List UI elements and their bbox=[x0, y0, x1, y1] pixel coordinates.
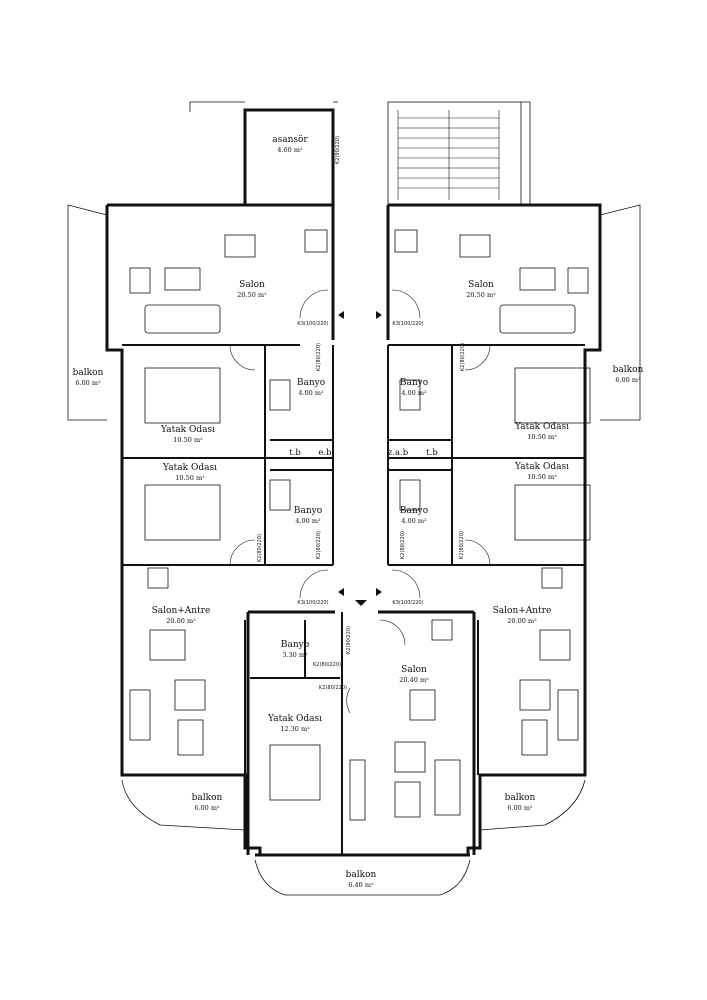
room-label-eb: e.b bbox=[318, 448, 332, 458]
room-label-banyo-right-1: Banyo 4.00 m² bbox=[400, 378, 428, 398]
door-tag: K2(80/220) bbox=[459, 531, 465, 559]
room-label-asansor: asansör 4.60 m² bbox=[272, 135, 308, 155]
room-label-banyo-right-2: Banyo 4.00 m² bbox=[400, 506, 428, 526]
room-area: 4.00 m² bbox=[295, 517, 321, 525]
room-name: asansör bbox=[272, 135, 308, 145]
room-label-salon-antre-right: Salon+Antre 20.00 m² bbox=[493, 606, 552, 626]
room-label-yatak-right-2: Yatak Odası 10.50 m² bbox=[515, 462, 569, 482]
room-name: Banyo bbox=[399, 506, 429, 516]
interior-walls bbox=[122, 344, 585, 855]
door-tag: K2(80/220) bbox=[316, 343, 322, 371]
room-name: Salon bbox=[401, 665, 427, 675]
door-tag: K2(90/220) bbox=[335, 136, 341, 164]
door-tag: K2(80/220) bbox=[319, 685, 347, 691]
room-label-balkon-left: balkon 6.00 m² bbox=[73, 368, 104, 388]
room-name: Yatak Odası bbox=[515, 462, 569, 472]
door-tag: K2(90/220) bbox=[346, 626, 352, 654]
room-label-yatak-right-1: Yatak Odası 10.50 m² bbox=[515, 422, 569, 442]
room-name: Yatak Odası bbox=[515, 422, 569, 432]
staircase bbox=[397, 110, 500, 200]
room-area: 20.50 m² bbox=[466, 291, 496, 299]
room-area: 3.30 m² bbox=[282, 651, 308, 659]
entry-arrows bbox=[338, 311, 382, 606]
room-label-balkon-right: balkon 6.00 m² bbox=[613, 365, 644, 385]
room-name: balkon bbox=[345, 870, 377, 880]
room-area: 4.00 m² bbox=[401, 517, 427, 525]
room-area: 20.00 m² bbox=[166, 617, 196, 625]
room-name: Yatak Odası bbox=[161, 425, 215, 435]
room-area: 4.00 m² bbox=[401, 389, 427, 397]
door-swings bbox=[229, 289, 491, 714]
door-tag: K3(100/220) bbox=[392, 600, 424, 606]
door-tag: K2(80/220) bbox=[460, 343, 466, 371]
room-area: 20.40 m² bbox=[399, 676, 429, 684]
room-name: Banyo bbox=[280, 640, 310, 650]
room-name: Banyo bbox=[399, 378, 429, 388]
room-label-salon-top-left: Salon 20.50 m² bbox=[237, 280, 266, 300]
door-tag: K3(100/220) bbox=[297, 321, 329, 327]
room-area: 6.00 m² bbox=[75, 379, 101, 387]
door-tag: K3(100/220) bbox=[297, 600, 329, 606]
room-label-banyo-left-1: Banyo 4.00 m² bbox=[297, 378, 325, 398]
room-name: Yatak Odası bbox=[163, 463, 217, 473]
room-label-balkon-bottom-right: balkon 6.00 m² bbox=[505, 793, 536, 813]
room-label-yatak-left-2: Yatak Odası 10.50 m² bbox=[163, 463, 217, 483]
furniture bbox=[129, 229, 591, 821]
room-label-zab: z.a.b bbox=[387, 448, 409, 458]
room-label-yatak-center: Yatak Odası 12.30 m² bbox=[268, 714, 322, 734]
room-area: 10.50 m² bbox=[527, 433, 557, 441]
room-area: 20.50 m² bbox=[237, 291, 267, 299]
room-name: balkon bbox=[504, 793, 536, 803]
room-label-balkon-bottom-left: balkon 6.00 m² bbox=[192, 793, 223, 813]
room-name: balkon bbox=[72, 368, 104, 378]
room-name: Salon bbox=[468, 280, 494, 290]
room-area: 6.00 m² bbox=[507, 804, 533, 812]
door-tag: K2(80/220) bbox=[313, 662, 341, 668]
room-name: balkon bbox=[612, 365, 644, 375]
room-name: Salon+Antre bbox=[151, 606, 211, 616]
exterior-walls bbox=[105, 108, 602, 857]
room-area: 6.40 m² bbox=[348, 881, 374, 889]
room-label-tb-left: t.b bbox=[289, 448, 301, 458]
room-name: Banyo bbox=[293, 506, 323, 516]
door-tag: K2(80/220) bbox=[316, 531, 322, 559]
balcony-outlines bbox=[67, 101, 641, 896]
door-tag: K2(80/220) bbox=[400, 531, 406, 559]
room-label-salon-center: Salon 20.40 m² bbox=[399, 665, 428, 685]
room-area: 4.00 m² bbox=[298, 389, 324, 397]
door-tag: K3(100/220) bbox=[392, 321, 424, 327]
door-tag: K2(80/220) bbox=[257, 534, 263, 562]
room-label-salon-antre-left: Salon+Antre 20.00 m² bbox=[152, 606, 211, 626]
room-area: 4.60 m² bbox=[277, 146, 303, 154]
room-area: 10.50 m² bbox=[527, 473, 557, 481]
room-label-tb-right: t.b bbox=[426, 448, 438, 458]
room-label-banyo-center: Banyo 3.30 m² bbox=[281, 640, 309, 660]
room-label-banyo-left-2: Banyo 4.00 m² bbox=[294, 506, 322, 526]
room-area: 12.30 m² bbox=[280, 725, 310, 733]
room-area: 6.00 m² bbox=[194, 804, 220, 812]
room-label-yatak-left-1: Yatak Odası 10.50 m² bbox=[161, 425, 215, 445]
room-area: 10.50 m² bbox=[175, 474, 205, 482]
room-name: Yatak Odası bbox=[268, 714, 322, 724]
room-name: Salon+Antre bbox=[492, 606, 552, 616]
room-name: Salon bbox=[239, 280, 265, 290]
room-area: 6.00 m² bbox=[615, 376, 641, 384]
room-name: Banyo bbox=[296, 378, 326, 388]
room-label-balkon-bottom-center: balkon 6.40 m² bbox=[346, 870, 377, 890]
room-label-salon-top-right: Salon 20.50 m² bbox=[466, 280, 495, 300]
room-area: 10.50 m² bbox=[173, 436, 203, 444]
room-name: balkon bbox=[191, 793, 223, 803]
room-area: 20.00 m² bbox=[507, 617, 537, 625]
